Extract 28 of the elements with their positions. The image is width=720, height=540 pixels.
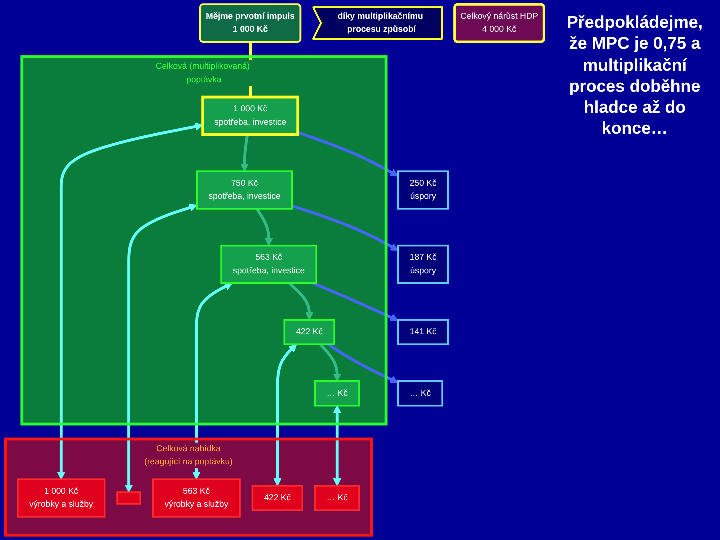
arrow [328, 343, 399, 384]
arrow [240, 134, 250, 172]
node-box: 1 000 Kč výrobky a služby [17, 478, 106, 518]
node-box: 187 Kč úspory [398, 244, 450, 284]
node-box: 750 Kč spotřeba, investice [196, 170, 294, 210]
arrow [292, 204, 399, 252]
node-box: 563 Kč výrobky a služby [152, 478, 241, 518]
node-box: … Kč [398, 380, 444, 407]
arrow [192, 282, 233, 480]
arrow [288, 282, 314, 320]
node-box: 141 Kč [398, 319, 450, 346]
note-text: Předpokládejme, že MPC je 0,75 a multiplikační proces doběhne hladce až do konce… [566, 12, 704, 140]
node-box [116, 492, 142, 505]
node-box: 563 Kč spotřeba, investice [220, 244, 318, 284]
node-box: 1 000 Kč spotřeba, investice [202, 96, 300, 136]
arrow [256, 208, 274, 246]
node-box: 250 Kč úspory [398, 170, 450, 210]
node-box: … Kč [314, 380, 360, 407]
node-box: … Kč [314, 485, 360, 512]
arrow [298, 131, 399, 177]
arrow [333, 406, 342, 486]
node-box: 422 Kč [284, 319, 336, 346]
node-box: 422 Kč [252, 485, 304, 512]
arrow [320, 344, 342, 382]
arrow [124, 204, 198, 493]
arrow [57, 122, 204, 480]
arrow [274, 344, 298, 486]
arrow [312, 282, 399, 322]
